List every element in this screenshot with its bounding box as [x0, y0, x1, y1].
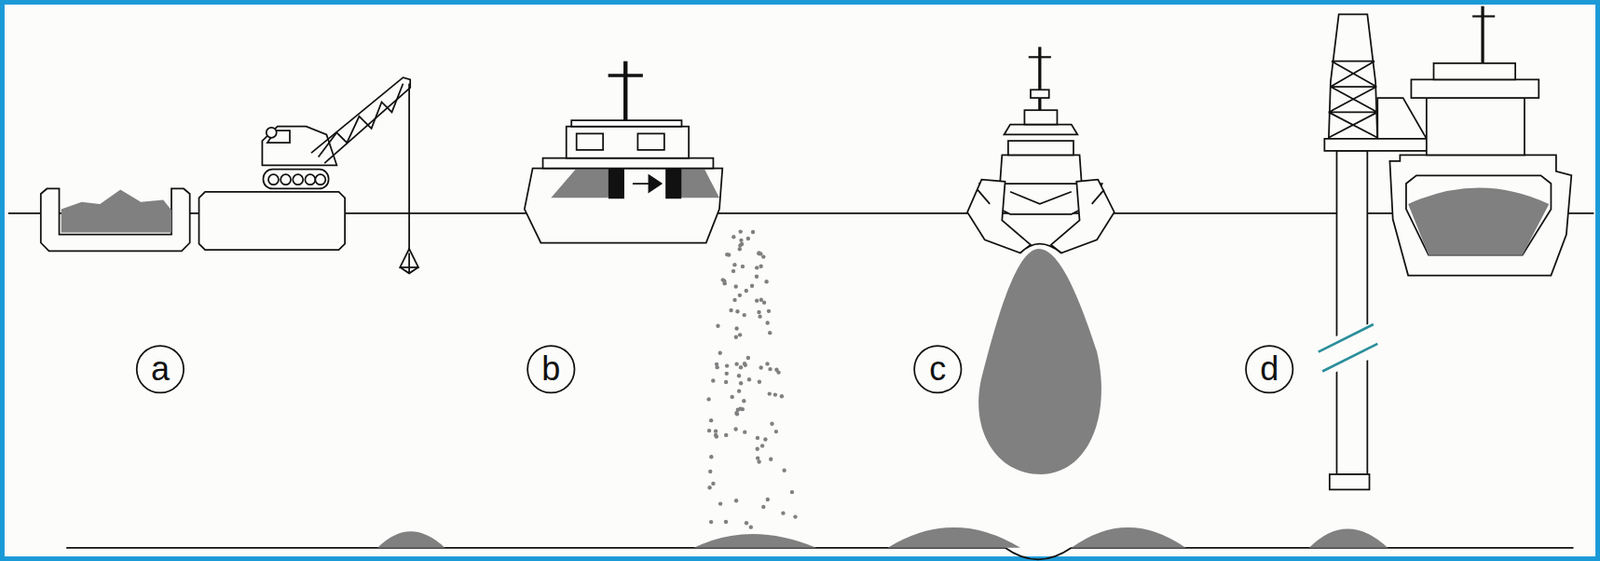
callout-letter: d — [1259, 352, 1279, 386]
callout-letter: c — [929, 352, 946, 386]
callout-letter: b — [541, 352, 561, 386]
callout-letter: a — [150, 352, 170, 386]
